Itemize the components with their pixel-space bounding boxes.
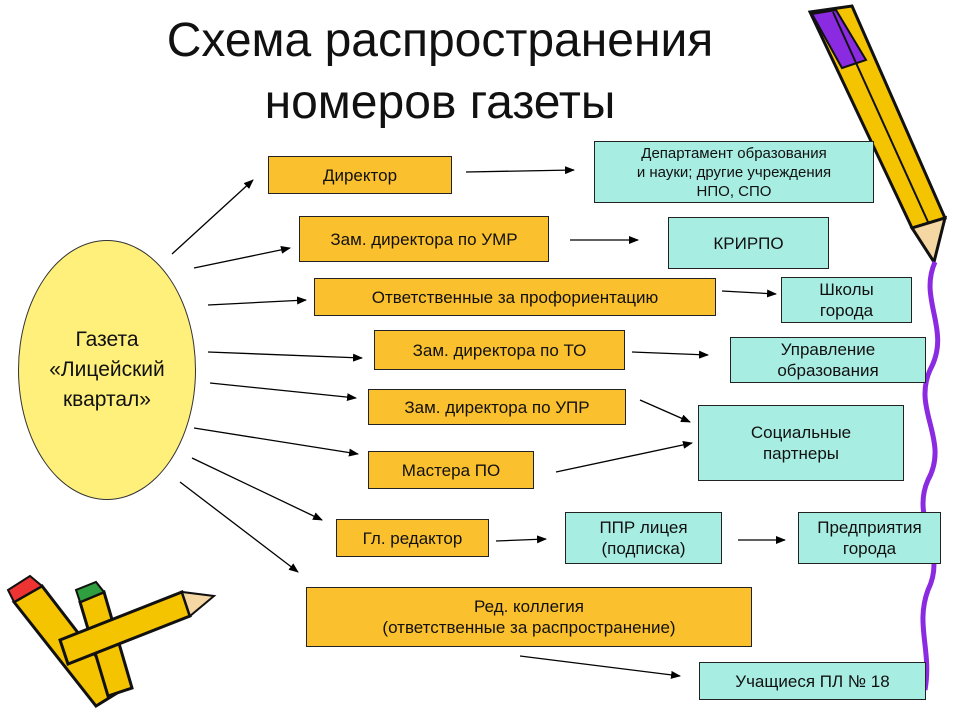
education-admin-line-2: образования — [777, 361, 879, 380]
chief-editor-node: Гл. редактор — [336, 519, 489, 557]
masters-label: Мастера ПО — [401, 460, 501, 480]
arrow-board-students — [519, 655, 681, 679]
deputy-upr-label: Зам. директора по УПР — [404, 397, 590, 417]
students-node: Учащиеся ПЛ № 18 — [699, 662, 926, 700]
ppr-line-2: (подписка) — [601, 539, 686, 558]
career-label: Ответственные за профориентацию — [371, 287, 659, 307]
arrow-center-director — [171, 179, 254, 255]
department-line-1: Департамент образования — [641, 144, 827, 162]
social-partners-line-2: партнеры — [762, 444, 840, 463]
editorial-board-node: Ред. коллегия (ответственные за распрост… — [306, 587, 752, 647]
social-partners-node: Социальные партнеры — [698, 405, 904, 481]
social-partners-line-1: Социальные — [750, 423, 852, 442]
arrow-center-editor — [191, 457, 323, 521]
department-line-3: НПО, СПО — [696, 182, 772, 200]
kripo-node: КРИРПО — [668, 217, 829, 269]
purple-scribble-icon — [920, 260, 941, 691]
arrow-center-masters — [193, 427, 359, 457]
enterprises-line-1: Предприятия — [817, 518, 922, 537]
center-line-3: квартал» — [62, 388, 151, 411]
deputy-upr-node: Зам. директора по УПР — [368, 389, 626, 425]
chief-editor-label: Гл. редактор — [362, 528, 463, 548]
ppr-line-1: ППР лицея — [599, 518, 688, 537]
director-label: Директор — [322, 165, 398, 185]
editorial-board-line-2: (ответственные за распространение) — [382, 618, 676, 637]
students-label: Учащиеся ПЛ № 18 — [735, 671, 890, 691]
arrow-center-deputy-umr — [193, 245, 291, 269]
kripo-label: КРИРПО — [713, 233, 784, 253]
diagram-title: Схема распространения номеров газеты — [90, 10, 790, 134]
deputy-umr-node: Зам. директора по УМР — [299, 216, 549, 262]
enterprises-node: Предприятия города — [798, 512, 941, 564]
director-node: Директор — [268, 156, 452, 194]
schools-line-1: Школы — [819, 280, 874, 299]
department-line-2: и науки; другие учреждения — [636, 163, 832, 181]
arrow-masters-partners — [555, 440, 693, 473]
newspaper-node: Газета «Лицейский квартал» — [18, 240, 196, 500]
education-admin-line-1: Управление — [780, 340, 876, 359]
arrow-center-board — [179, 481, 299, 573]
pencils-bottom-left-icon — [6, 574, 217, 708]
department-node: Департамент образования и науки; другие … — [594, 141, 874, 203]
center-line-1: Газета — [75, 328, 139, 351]
editorial-board-line-1: Ред. коллегия — [474, 597, 584, 616]
deputy-umr-label: Зам. директора по УМР — [330, 229, 518, 249]
deputy-to-label: Зам. директора по ТО — [412, 340, 587, 360]
title-line-1: Схема распространения — [166, 14, 714, 67]
enterprises-line-2: города — [842, 539, 897, 558]
pencil-top-right-icon — [807, 4, 948, 266]
ppr-node: ППР лицея (подписка) — [565, 512, 722, 564]
title-line-2: номеров газеты — [264, 76, 616, 129]
arrow-deputy-to-admin — [631, 350, 709, 359]
deputy-to-node: Зам. директора по ТО — [374, 330, 625, 370]
education-admin-node: Управление образования — [730, 337, 926, 383]
arrow-deputy-upr-partners — [639, 399, 691, 423]
arrow-center-career — [207, 296, 307, 306]
masters-node: Мастера ПО — [368, 451, 534, 489]
schools-line-2: города — [819, 301, 874, 320]
career-node: Ответственные за профориентацию — [314, 278, 716, 316]
arrow-director-dept — [465, 166, 575, 175]
arrow-center-deputy-to — [207, 351, 363, 362]
arrow-career-schools — [721, 289, 777, 298]
arrow-center-deputy-upr — [209, 382, 357, 402]
center-line-2: «Лицейский — [49, 358, 165, 381]
schools-node: Школы города — [781, 277, 912, 323]
arrow-editor-ppr — [495, 535, 547, 544]
